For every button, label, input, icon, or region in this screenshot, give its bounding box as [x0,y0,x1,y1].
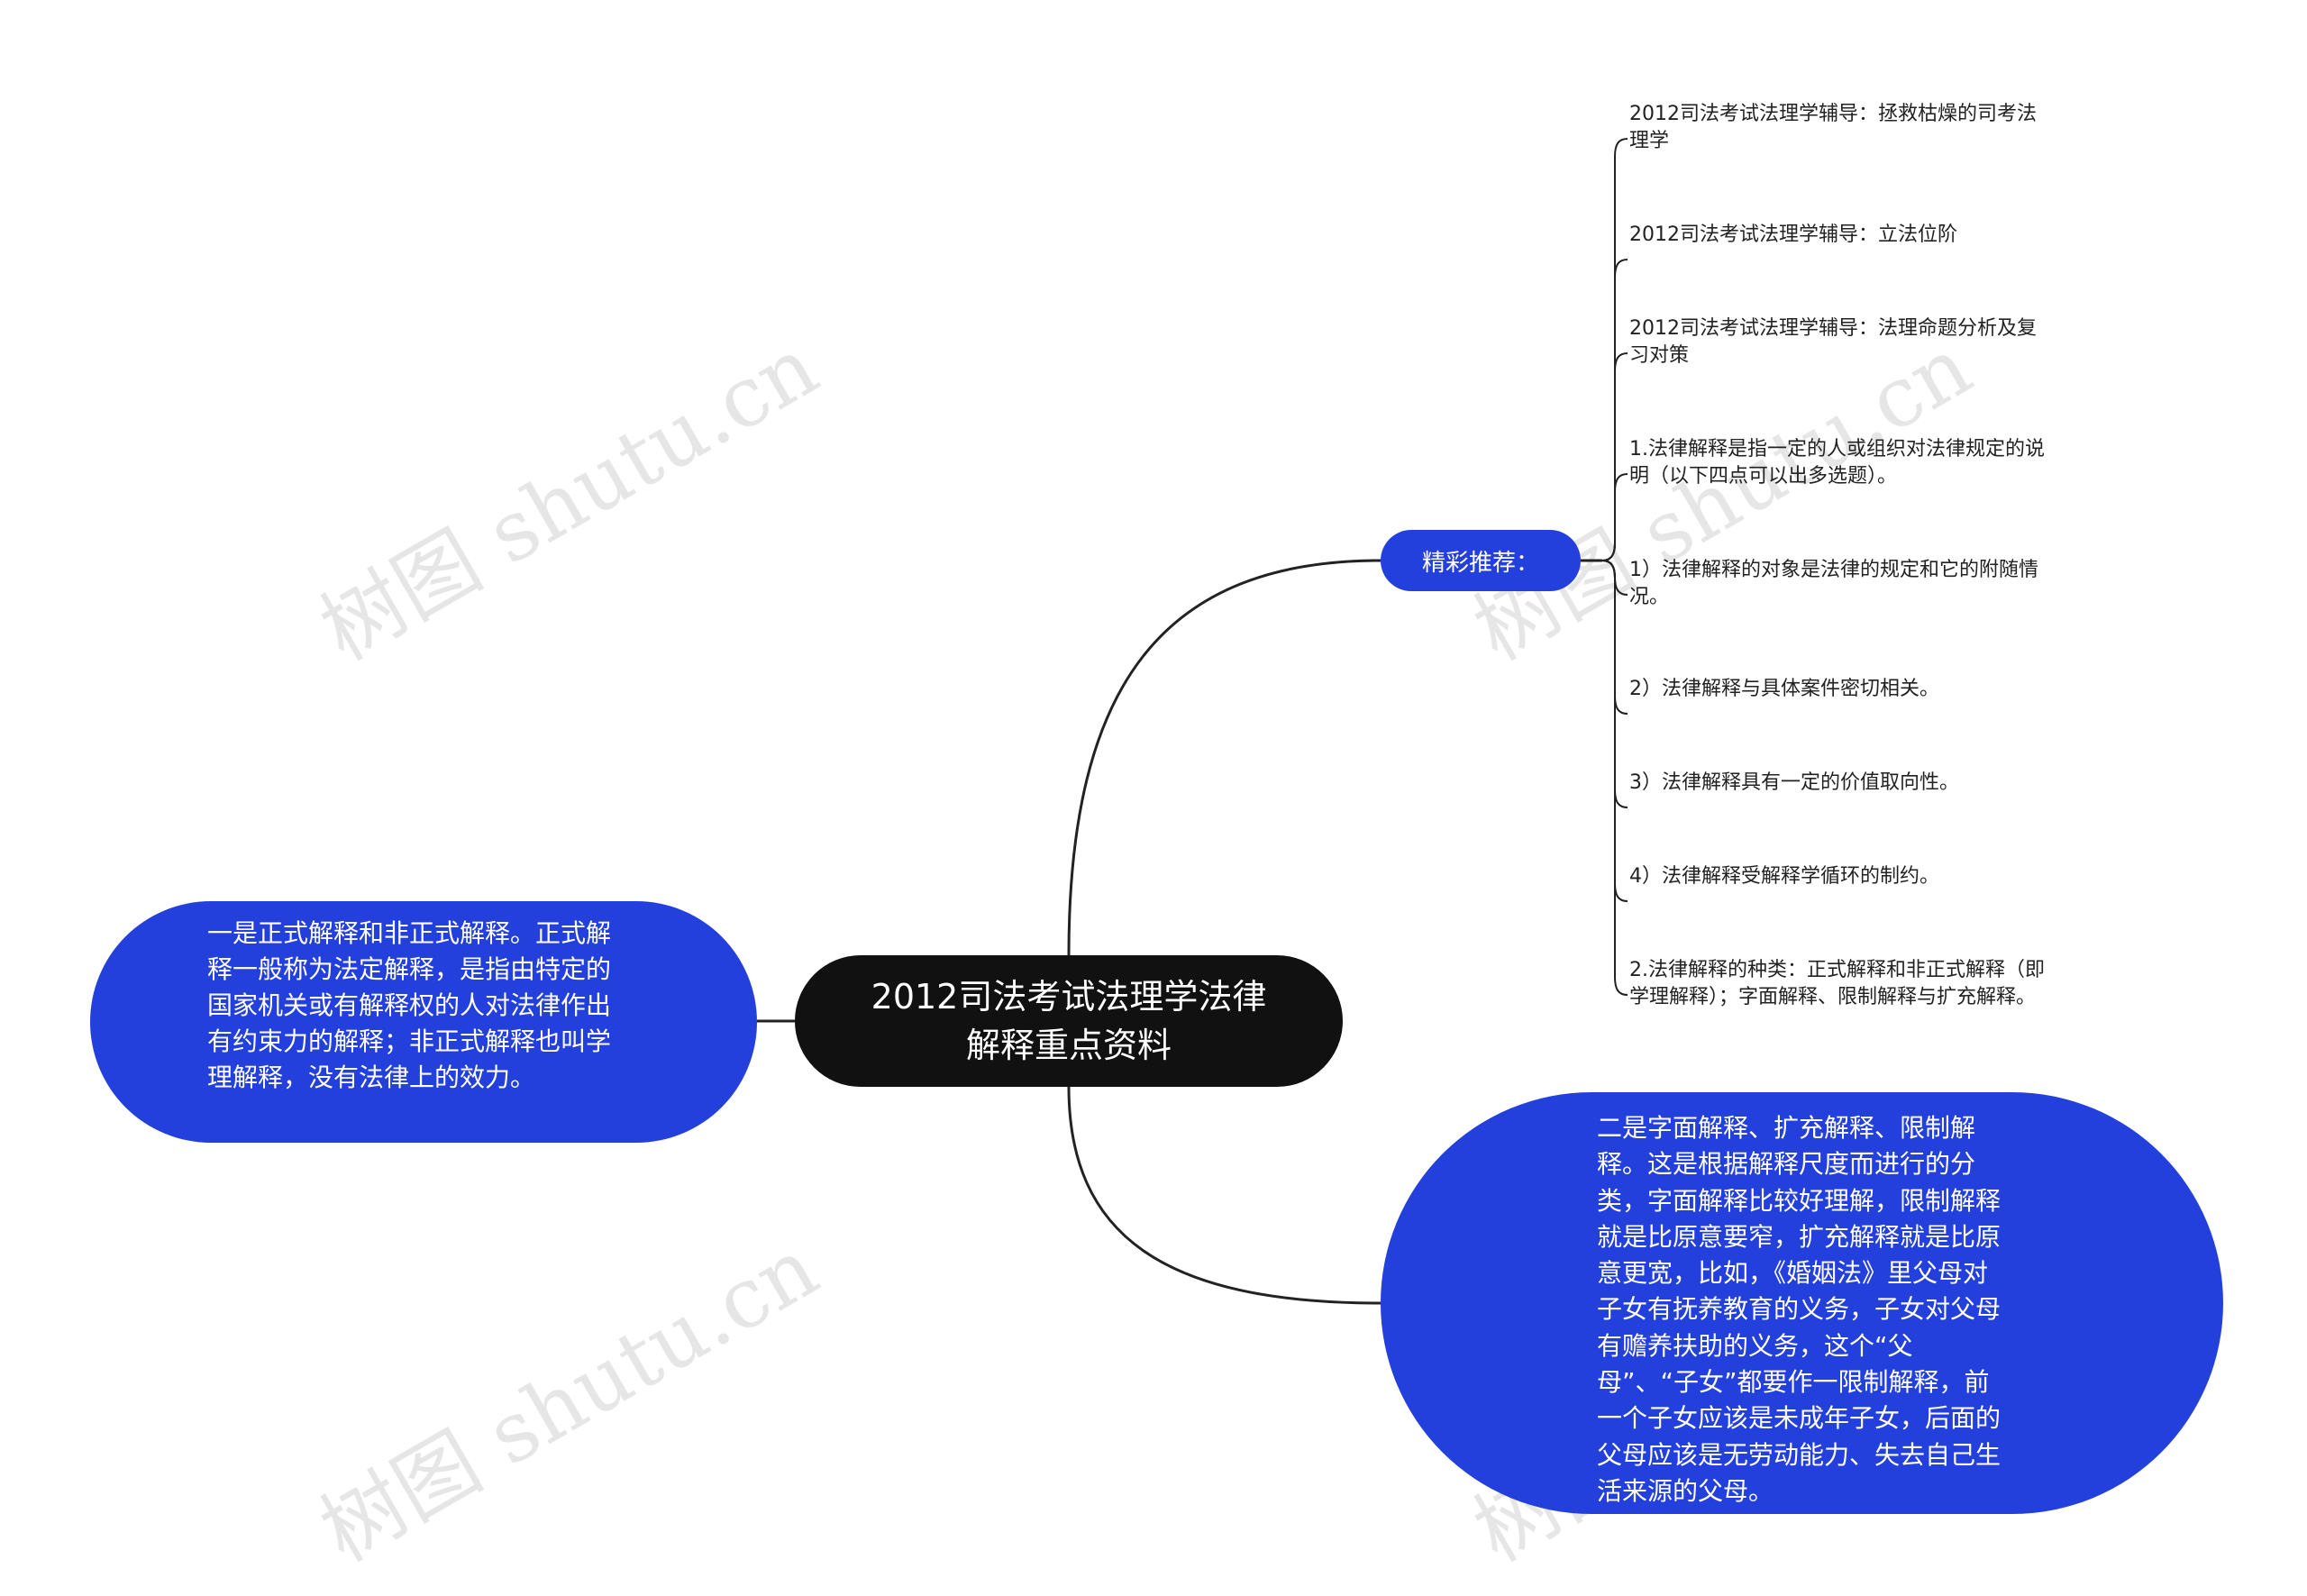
leaf-item-8[interactable]: 4）法律解释受解释学循环的制约。 [1629,865,1939,888]
leaf-item-6[interactable]: 2）法律解释与具体案件密切相关。 [1629,678,1939,700]
recommend-node[interactable]: 精彩推荐： [1381,530,1581,591]
left-topic-text: 一是正式解释和非正式解释。正式解释一般称为法定解释，是指由特定的国家机关或有解释… [207,918,612,1092]
leaf-item-5[interactable]: 1）法律解释的对象是法律的规定和它的附随情况。 [1629,559,2038,608]
leaf-item-3[interactable]: 2012司法考试法理学辅导：法理命题分析及复习对策 [1629,317,2037,367]
right-topic-node[interactable]: 二是字面解释、扩充解释、限制解释。这是根据解释尺度而进行的分类，字面解释比较好理… [1381,1092,2223,1514]
leaf-branch-4 [1601,473,1628,561]
left-topic-node[interactable]: 一是正式解释和非正式解释。正式解释一般称为法定解释，是指由特定的国家机关或有解释… [90,901,757,1143]
leaf-item-7[interactable]: 3）法律解释具有一定的价值取向性。 [1629,771,1959,794]
connector-root-right [1067,1086,1381,1305]
recommend-label: 精彩推荐： [1421,549,1539,577]
root-title: 2012司法考试法理学法律解释重点资料 [871,977,1267,1065]
connector-root-recommend [1067,559,1381,956]
leaf-branch-9 [1601,560,1628,996]
root-topic[interactable]: 2012司法考试法理学法律解释重点资料 [795,955,1343,1087]
right-topic-text: 二是字面解释、扩充解释、限制解释。这是根据解释尺度而进行的分类，字面解释比较好理… [1597,1113,2002,1506]
leaf-item-1[interactable]: 2012司法考试法理学辅导：拯救枯燥的司考法理学 [1629,103,2037,152]
leaf-item-2[interactable]: 2012司法考试法理学辅导：立法位阶 [1629,223,1957,246]
leaf-item-4[interactable]: 1.法律解释是指一定的人或组织对法律规定的说明（以下四点可以出多选题）。 [1629,438,2045,488]
leaf-item-9[interactable]: 2.法律解释的种类：正式解释和非正式解释（即学理解释）；字面解释、限制解释与扩充… [1629,959,2045,1008]
